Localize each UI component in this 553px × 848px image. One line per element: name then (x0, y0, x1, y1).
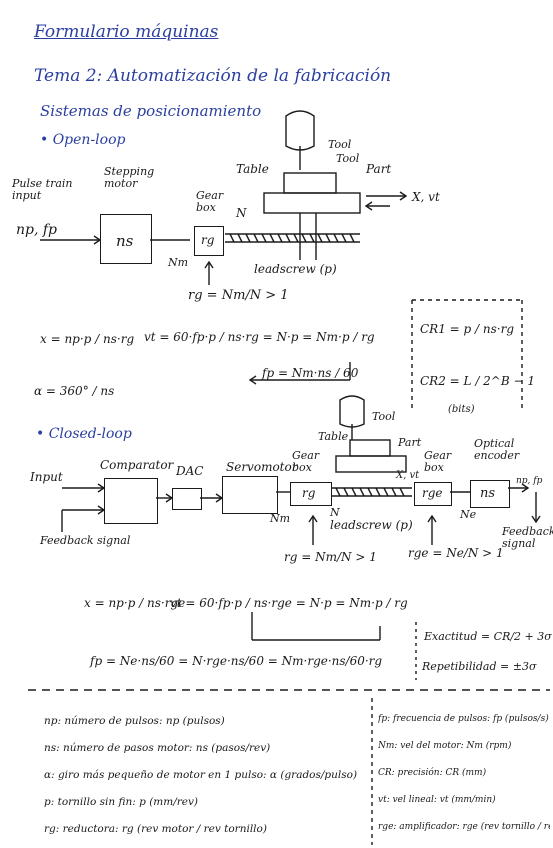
part-label-closed: Part (398, 436, 422, 449)
legend-item: p: tornillo sin fin: p (mm/rev) (44, 796, 199, 808)
alpha-formula: α = 360° / ns (34, 384, 115, 398)
servomotor-box (222, 476, 278, 514)
legend-right: fp: frecuencia de pulsos: fp (pulsos/s) … (378, 706, 550, 841)
tool-label-closed: Tool (372, 410, 396, 423)
x-vt-label-closed: X, vt (396, 470, 420, 481)
optical-encoder-box (470, 480, 510, 508)
input-label: Input (30, 470, 63, 484)
gear-box-label-closed: Gear box (292, 449, 320, 474)
table-label: Table (236, 162, 269, 176)
open-loop-heading: • Open-loop (40, 132, 126, 148)
rg-box-label-closed: rg (302, 486, 316, 500)
stepping-motor-box (100, 214, 152, 264)
np-fp-label: np, fp (16, 222, 58, 238)
legend-item: CR: precisión: CR (mm) (378, 768, 487, 778)
optical-encoder-label: Optical encoder (474, 437, 520, 462)
tool-label-2: Tool (336, 152, 360, 165)
rg-formula: rg = Nm/N > 1 (188, 288, 289, 303)
feedback-signal-label: Feedback signal (40, 534, 131, 547)
leadscrew-label: leadscrew (p) (254, 262, 337, 276)
ns-box-label: ns (480, 486, 496, 501)
x-formula: x = np·p / ns·rg (40, 332, 135, 346)
comparator-label: Comparator (100, 458, 174, 472)
dac-box (172, 488, 202, 510)
cr1-formula: CR1 = p / ns·rg (420, 322, 515, 336)
repetibilidad-formula: Repetibilidad = ±3σ (422, 660, 537, 673)
cr2-formula: CR2 = L / 2^B − 1 (420, 374, 536, 388)
closed-loop-heading: • Closed-loop (36, 426, 132, 442)
topic-title: Tema 2: Automatización de la fabricación (34, 66, 392, 86)
vt-formula: vt = 60·fp·p / ns·rg = N·p = Nm·p / rg (144, 330, 375, 344)
vt-formula-closed: vt = 60·fp·p / ns·rge = N·p = Nm·p / rg (170, 596, 408, 610)
gear-box (194, 226, 224, 256)
rg-formula-closed: rg = Nm/N > 1 (284, 550, 377, 564)
gear-box-closed (290, 482, 332, 506)
legend-left: np: número de pulsos: np (pulsos) ns: nú… (44, 708, 370, 843)
exactitud-formula: Exactitud = CR/2 + 3σ (424, 630, 552, 643)
np-fp-out-label: np, fp (516, 476, 543, 486)
pulse-train-input-label: Pulse train input (12, 177, 73, 202)
fp-formula-closed: fp = Ne·ns/60 = N·rge·ns/60 = Nm·rge·ns/… (90, 654, 383, 668)
part-label: Part (366, 162, 392, 176)
gear-box-2 (414, 482, 452, 506)
page-title: Formulario máquinas (34, 22, 219, 42)
nm-label: Nm (168, 256, 189, 269)
legend-item: α: giro más pequeño de motor en 1 pulso:… (44, 769, 358, 781)
ne-label: Ne (460, 508, 477, 521)
feedback-signal-right-label: Feedback signal (502, 525, 553, 550)
nm-label-closed: Nm (270, 512, 291, 525)
x-formula-closed: x = np·p / ns·rge (84, 596, 186, 610)
bits-note: (bits) (448, 404, 475, 415)
subtopic-title: Sistemas de posicionamiento (40, 102, 262, 120)
stepping-motor-label: Stepping motor (104, 165, 155, 190)
table-label-closed: Table (318, 430, 349, 443)
gear-box-label: Gear box (196, 189, 224, 214)
legend-item: vt: vel lineal: vt (mm/min) (378, 795, 496, 805)
legend-item: Nm: vel del motor: Nm (rpm) (378, 741, 512, 751)
rge-formula: rge = Ne/N > 1 (408, 546, 504, 560)
legend-item: rge: amplificador: rge (rev tornillo / r… (378, 822, 550, 832)
legend-item: fp: frecuencia de pulsos: fp (pulsos/s) … (378, 714, 550, 724)
gear-box-label-2: Gear box (424, 449, 452, 474)
legend-item: rg: reductora: rg (rev motor / rev torni… (44, 823, 267, 835)
tool-label: Tool (328, 138, 352, 151)
n-label-closed: N (330, 506, 340, 519)
n-label: N (236, 206, 247, 220)
comparator-box (104, 478, 158, 524)
legend-item: np: número de pulsos: np (pulsos) (44, 715, 225, 727)
ns-label: ns (116, 232, 134, 250)
dac-label: DAC (176, 464, 204, 478)
servomotor-label: Servomotor (226, 460, 298, 474)
x-vt-label: X, vt (412, 190, 440, 204)
rge-box-label: rge (422, 486, 443, 500)
fp-formula: fp = Nm·ns / 60 (262, 366, 359, 380)
legend-item: ns: número de pasos motor: ns (pasos/rev… (44, 742, 271, 754)
leadscrew-label-closed: leadscrew (p) (330, 518, 413, 532)
rg-box-label: rg (201, 233, 215, 247)
